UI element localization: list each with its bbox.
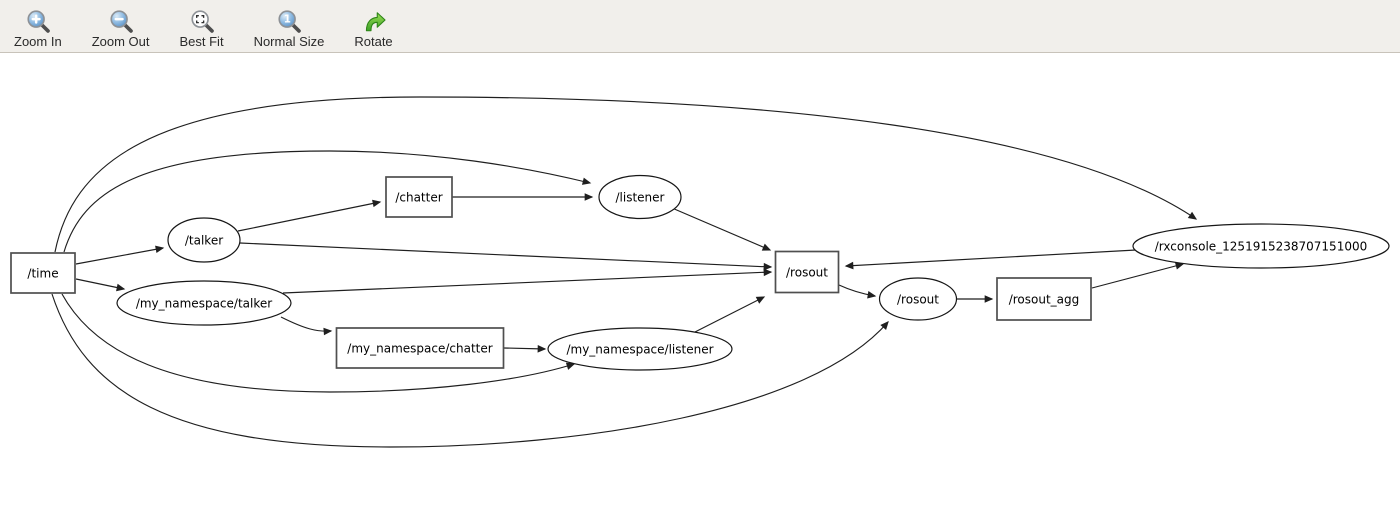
normal-size-label: Normal Size [253,34,325,49]
graph-node-label: /time [27,267,58,281]
graph-node-shape[interactable] [385,176,453,218]
edge-time-to-my-talker [75,278,126,292]
graph-node-rosout-agg[interactable]: /rosout_agg [996,277,1092,321]
edge-my-chatter-to-my-listener [503,345,547,353]
graph-node-my-chatter[interactable]: /my_namespace/chatter [335,327,505,369]
rotate-label: Rotate [354,34,393,49]
edge-my-talker-to-my-chatter [280,316,333,336]
rotate-icon [360,7,388,34]
zoom-out-icon [107,7,135,34]
rotate-button[interactable]: Rotate [346,6,400,49]
edge-my-listener-to-rosout-topic [692,296,766,334]
edge-time-to-rxconsole [54,96,1198,253]
graph-node-chatter[interactable]: /chatter [385,176,453,218]
graph-node-shape[interactable] [996,277,1092,321]
graph-node-shape[interactable] [167,217,241,263]
graph-node-label: /my_namespace/chatter [347,342,492,356]
graph-node-my-talker[interactable]: /my_namespace/talker [116,280,292,326]
graph-edges [51,96,1198,448]
edge-time-to-rosout-node [51,293,889,448]
normal-size-button[interactable]: 1 Normal Size [246,6,333,49]
graph-node-shape[interactable] [878,277,958,321]
graph-node-label: /rxconsole_1251915238707151000 [1155,240,1367,254]
graph-node-shape[interactable] [774,250,840,294]
graph-node-label: /listener [616,191,665,205]
edge-talker-to-rosout-topic [239,242,773,271]
svg-text:1: 1 [284,13,291,25]
graph-nodes: /time/talker/chatter/listener/my_namespa… [10,174,1390,371]
graph-node-rosout-node[interactable]: /rosout [878,277,958,321]
edge-rxconsole-to-rosout-topic [844,249,1137,270]
graph-node-shape[interactable] [598,174,682,220]
edge-talker-to-chatter [237,199,382,232]
graph-node-shape[interactable] [335,327,505,369]
graph-node-label: /rosout [897,293,939,307]
edge-my-talker-to-rosout-topic [282,268,773,294]
zoom-in-label: Zoom In [14,34,62,49]
graph-node-label: /chatter [395,191,442,205]
edge-time-to-talker [75,245,165,265]
best-fit-label: Best Fit [179,34,224,49]
graph-node-rosout-topic[interactable]: /rosout [774,250,840,294]
graph-node-shape[interactable] [116,280,292,326]
graph-node-time[interactable]: /time [10,252,76,294]
zoom-in-icon [24,7,52,34]
best-fit-button[interactable]: Best Fit [171,6,231,49]
zoom-in-button[interactable]: Zoom In [6,6,70,49]
graph-svg: /time/talker/chatter/listener/my_namespa… [10,96,1390,448]
graph-node-shape[interactable] [1132,223,1390,269]
graph-node-rxconsole[interactable]: /rxconsole_1251915238707151000 [1132,223,1390,269]
edge-rosout-agg-to-rxconsole [1091,262,1185,289]
edge-time-to-listener [63,150,592,253]
graph-node-shape[interactable] [10,252,76,294]
graph-node-talker[interactable]: /talker [167,217,241,263]
graph-node-label: /my_namespace/talker [136,297,272,311]
graph-node-shape[interactable] [547,327,733,371]
graph-node-listener[interactable]: /listener [598,174,682,220]
best-fit-icon [188,7,216,34]
graph-canvas[interactable]: /time/talker/chatter/listener/my_namespa… [0,54,1400,512]
graph-node-my-listener[interactable]: /my_namespace/listener [547,327,733,371]
normal-size-icon: 1 [275,7,303,34]
graph-node-label: /rosout [786,266,828,280]
graph-node-label: /rosout_agg [1009,293,1080,307]
zoom-out-label: Zoom Out [91,34,150,49]
graph-node-label: /my_namespace/listener [566,343,713,357]
edge-rosout-topic-to-rosout-node [838,284,877,299]
edge-listener-to-rosout-topic [671,207,772,251]
graph-node-label: /talker [185,234,223,248]
edge-time-to-my-listener [61,293,576,393]
zoom-out-button[interactable]: Zoom Out [84,6,158,49]
toolbar: Zoom In Zoom Out Best F [0,0,1400,53]
